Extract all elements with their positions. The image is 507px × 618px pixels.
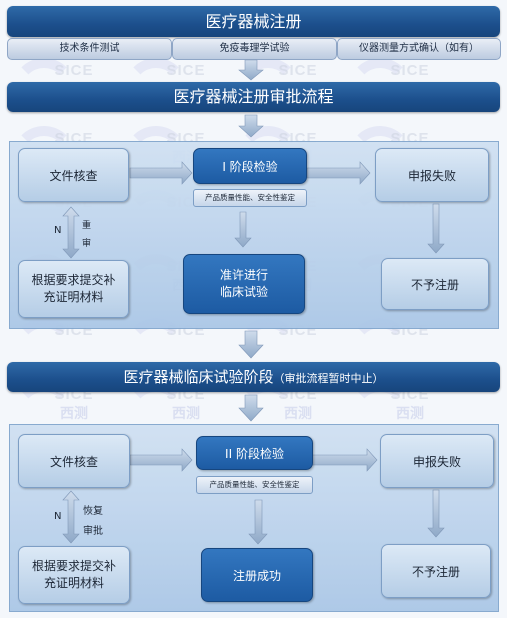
stage1-allowed-line2: 临床试验 <box>219 285 268 299</box>
stage2-phase-note: 产品质量性能、安全性鉴定 <box>196 476 313 494</box>
double-arrow-icon <box>62 490 80 544</box>
arrow-down-icon <box>427 203 445 254</box>
approval-process-title: 医疗器械注册审批流程 <box>7 82 500 112</box>
stage1-allowed-line1: 准许进行 <box>219 268 268 282</box>
stage1-loop-letter: N <box>54 225 62 236</box>
double-arrow-icon <box>62 206 80 259</box>
arrow-right-icon <box>129 448 193 472</box>
arrow-down-icon <box>234 211 252 248</box>
stage1-loop-label: 重审 <box>81 221 91 249</box>
arrow-down-icon <box>427 489 445 538</box>
stage2-registration-rejected: 不予注册 <box>381 544 491 598</box>
stage2-submit-supplement: 根据要求提交补充证明材料 <box>18 546 130 604</box>
stage2-registration-success: 注册成功 <box>201 548 313 602</box>
arrow-right-icon <box>311 448 378 472</box>
clinical-title-note: （审批流程暂时中止） <box>273 372 384 385</box>
stage2-loop-letter: N <box>54 511 62 522</box>
arrow-down-icon <box>238 330 264 359</box>
stage2-document-review: 文件核查 <box>18 434 130 488</box>
stage2-application-failed: 申报失败 <box>380 434 494 488</box>
arrow-down-icon <box>238 114 264 138</box>
stage2-supplement-text: 根据要求提交补充证明材料 <box>32 559 117 590</box>
stage1-phase-note: 产品质量性能、安全性鉴定 <box>193 189 307 207</box>
stage1-phase-inspection: I 阶段检验 <box>193 148 307 184</box>
stage2-loop-label-1: 恢复 <box>83 506 103 517</box>
clinical-title-text: 医疗器械临床试验阶段 <box>123 368 274 386</box>
arrow-down-icon <box>248 499 268 545</box>
header-title: 医疗器械注册 <box>7 6 500 37</box>
stage1-clinical-allowed: 准许进行 临床试验 <box>183 254 305 314</box>
clinical-trial-title: 医疗器械临床试验阶段（审批流程暂时中止） <box>7 362 500 392</box>
stage1-application-failed: 申报失败 <box>375 148 489 202</box>
arrow-right-icon <box>129 161 193 185</box>
arrow-right-icon <box>306 161 371 185</box>
arrow-down-icon <box>238 394 264 422</box>
stage1-registration-rejected: 不予注册 <box>381 258 489 310</box>
tab-instrument-confirmation: 仪器测量方式确认（如有） <box>337 38 501 60</box>
tab-immunotoxicology: 免疫毒理学试验 <box>172 38 337 60</box>
tab-technical-test: 技术条件测试 <box>7 38 172 60</box>
stage1-submit-supplement: 根据要求提交补充证明材料 <box>18 260 129 318</box>
stage1-document-review: 文件核查 <box>18 148 129 202</box>
stage2-loop-label-2: 审批 <box>83 526 103 537</box>
stage2-phase-inspection: II 阶段检验 <box>196 436 313 470</box>
stage1-supplement-text: 根据要求提交补充证明材料 <box>31 273 116 304</box>
arrow-down-icon <box>238 59 264 81</box>
